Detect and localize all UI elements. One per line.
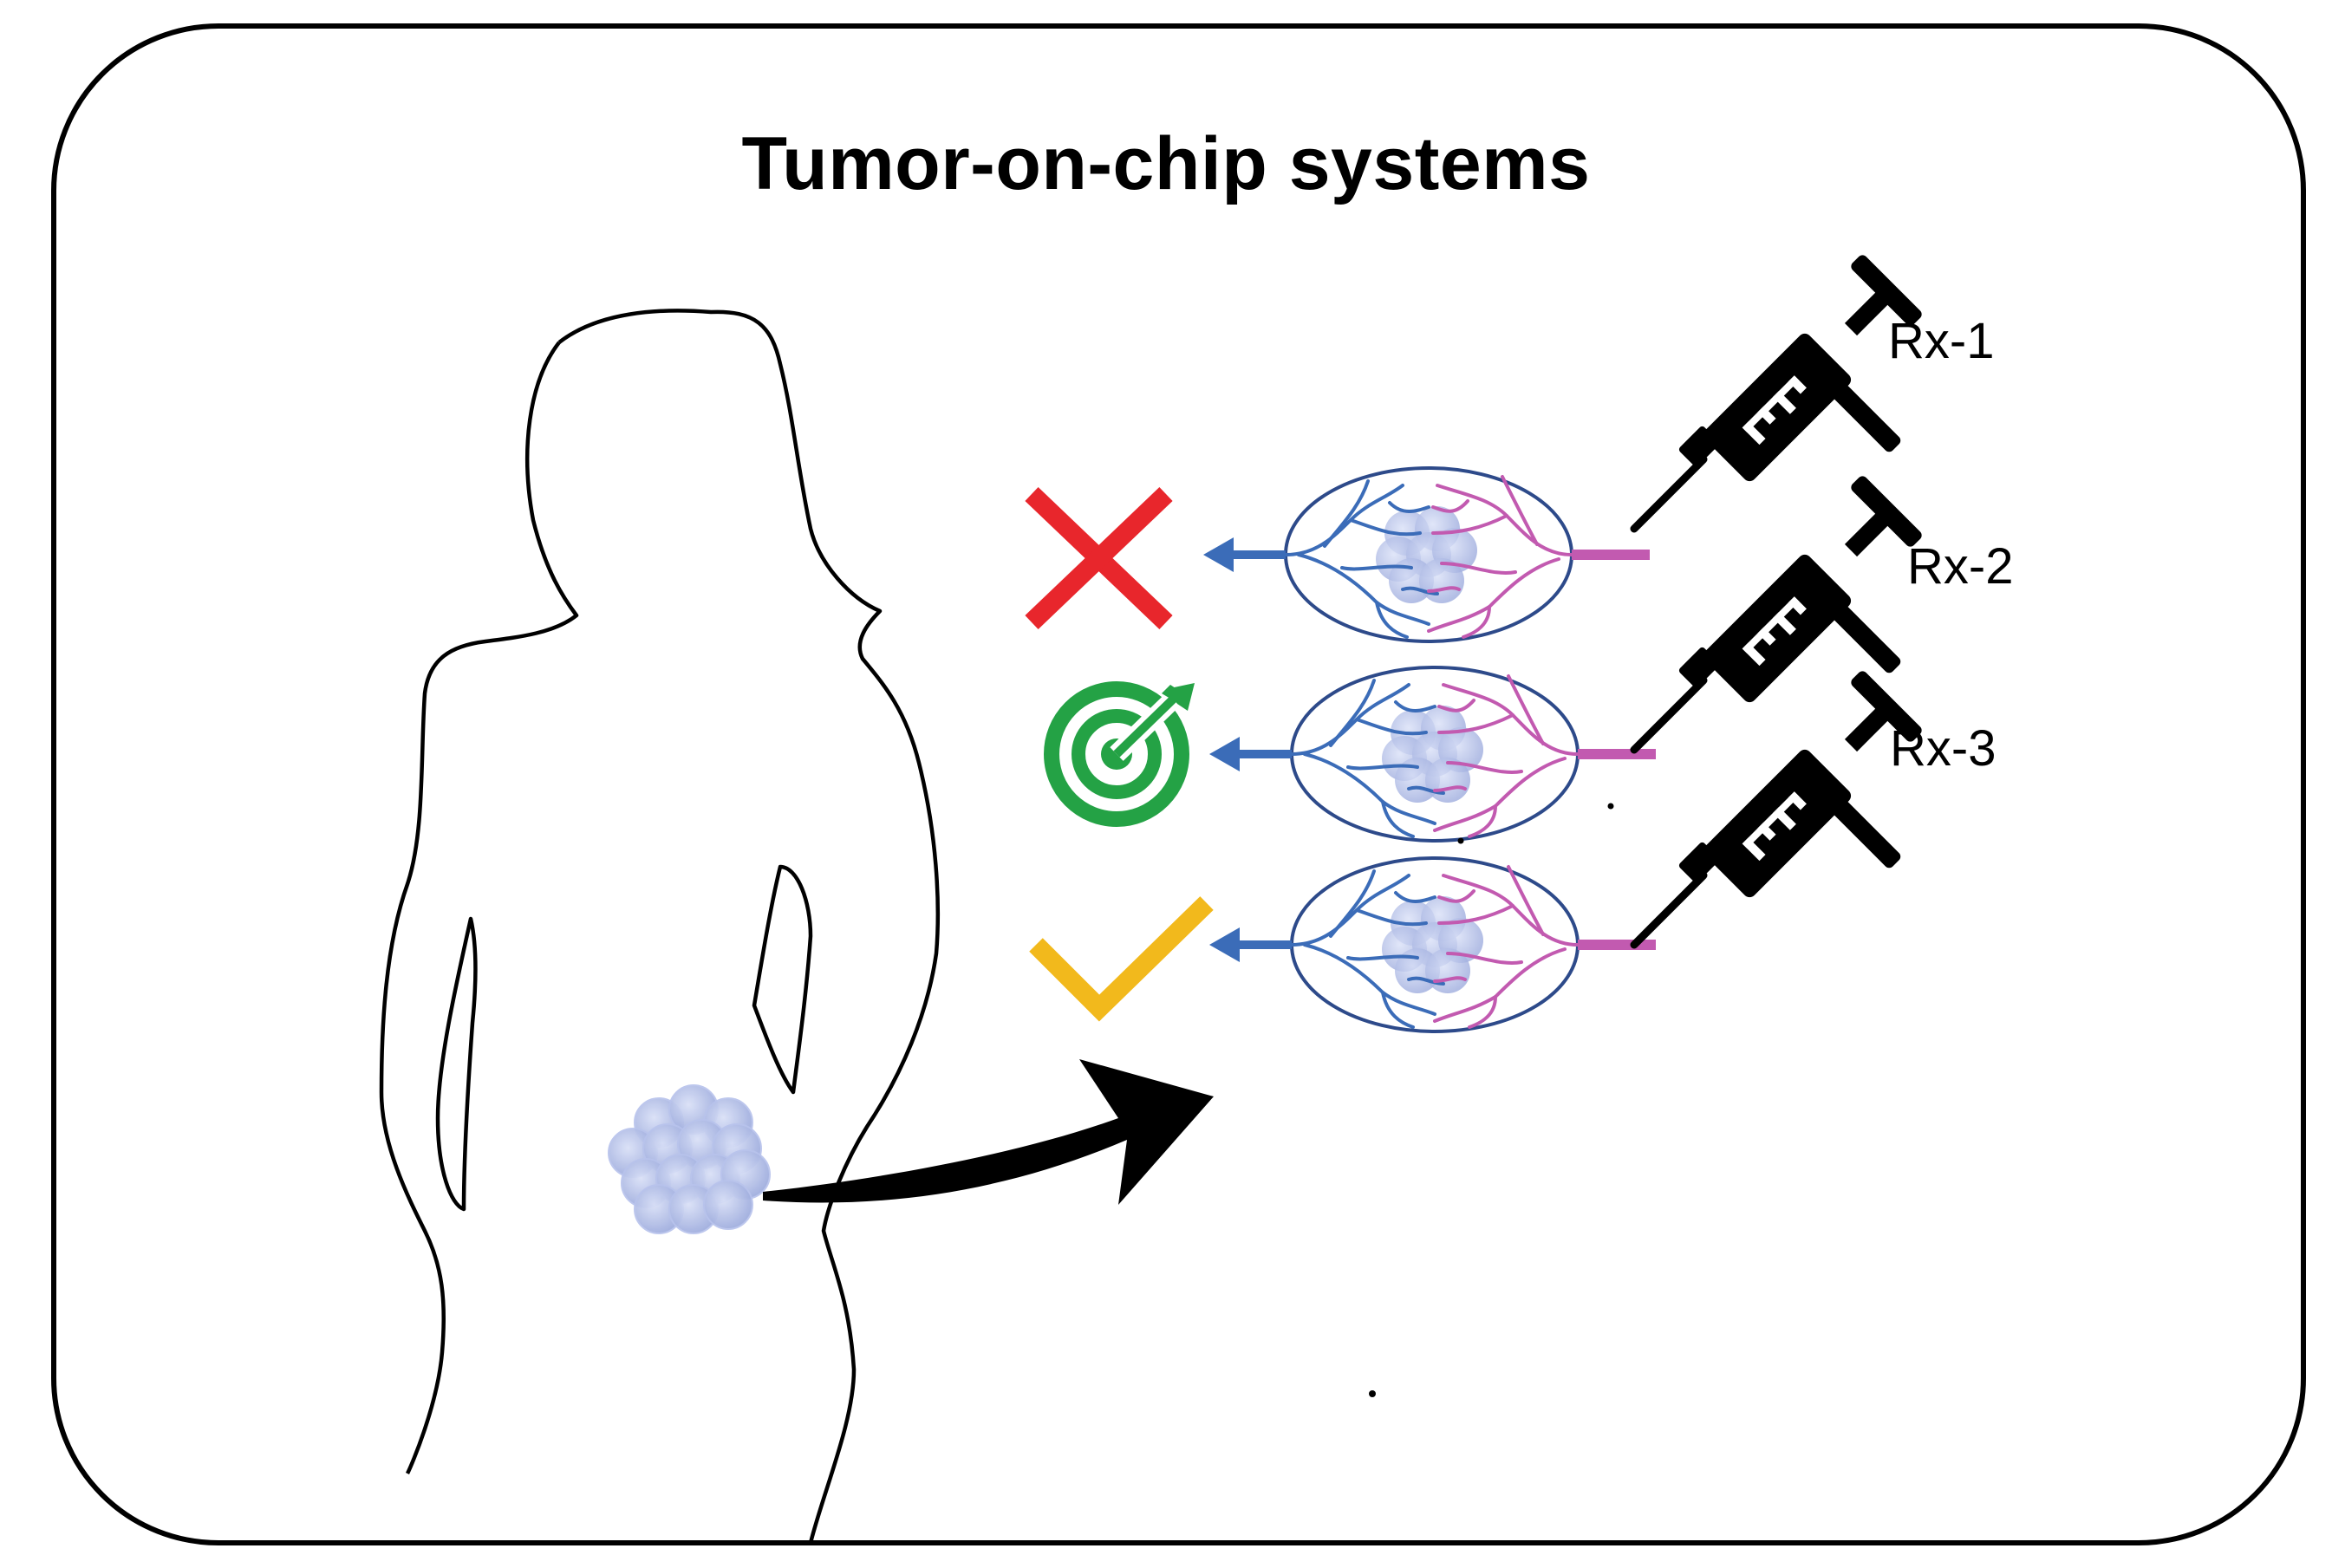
yellow-check-icon bbox=[1029, 896, 1214, 1022]
green-target-icon bbox=[1044, 681, 1195, 827]
figure-frame bbox=[51, 23, 2306, 1545]
human-silhouette-icon bbox=[379, 309, 941, 1544]
tumor-chip-3 bbox=[1290, 856, 1580, 1033]
rx-label-2: Rx-2 bbox=[1907, 538, 2014, 595]
tumor-cluster-icon bbox=[608, 1084, 771, 1234]
outlet-arrow-icon bbox=[1203, 537, 1286, 572]
figure-title: Tumor-on-chip systems bbox=[741, 122, 1591, 205]
rx-label-3: Rx-3 bbox=[1890, 720, 1997, 777]
stray-dot bbox=[1457, 837, 1464, 844]
outlet-arrow-icon bbox=[1209, 737, 1292, 771]
rx-label-1: Rx-1 bbox=[1888, 313, 1995, 369]
red-x-icon bbox=[1025, 487, 1173, 629]
outlet-arrow-icon bbox=[1209, 927, 1292, 962]
stray-dot bbox=[1607, 803, 1614, 810]
tumor-cell bbox=[703, 1180, 753, 1230]
syringe-icon bbox=[1634, 253, 1924, 529]
stray-dot bbox=[1369, 1390, 1376, 1397]
tumor-chip-2 bbox=[1290, 666, 1580, 843]
tumor-chip-1 bbox=[1284, 466, 1573, 643]
curved-arrow-icon bbox=[763, 1059, 1214, 1205]
